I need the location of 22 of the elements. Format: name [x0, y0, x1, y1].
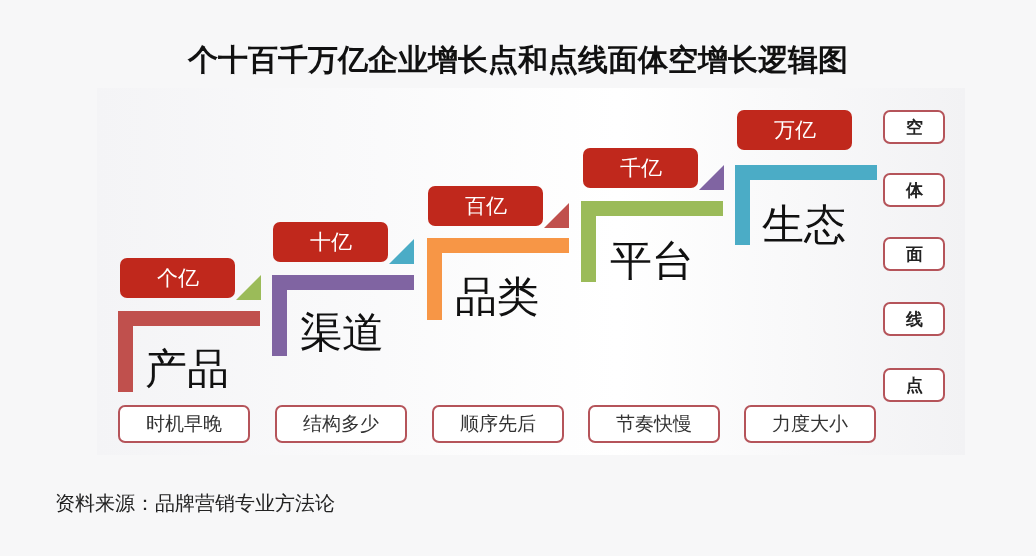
- step-label: 产品: [145, 348, 229, 390]
- value-tag: 十亿: [273, 222, 388, 262]
- value-tag: 千亿: [583, 148, 698, 188]
- step-label: 平台: [610, 240, 694, 282]
- level-box: 面: [883, 237, 945, 271]
- level-box: 线: [883, 302, 945, 336]
- factor-box: 顺序先后: [432, 405, 564, 443]
- value-tag: 万亿: [737, 110, 852, 150]
- factor-box: 结构多少: [275, 405, 407, 443]
- source-note: 资料来源：品牌营销专业方法论: [55, 490, 335, 517]
- step-label: 生态: [762, 204, 846, 246]
- level-box: 体: [883, 173, 945, 207]
- factor-box: 时机早晚: [118, 405, 250, 443]
- level-box: 点: [883, 368, 945, 402]
- step-label: 渠道: [300, 312, 384, 354]
- factor-box: 力度大小: [744, 405, 876, 443]
- step-label: 品类: [455, 276, 539, 318]
- title: 个十百千万亿企业增长点和点线面体空增长逻辑图: [186, 41, 849, 79]
- value-tag: 百亿: [428, 186, 543, 226]
- factor-box: 节奏快慢: [588, 405, 720, 443]
- value-tag: 个亿: [120, 258, 235, 298]
- level-box: 空: [883, 110, 945, 144]
